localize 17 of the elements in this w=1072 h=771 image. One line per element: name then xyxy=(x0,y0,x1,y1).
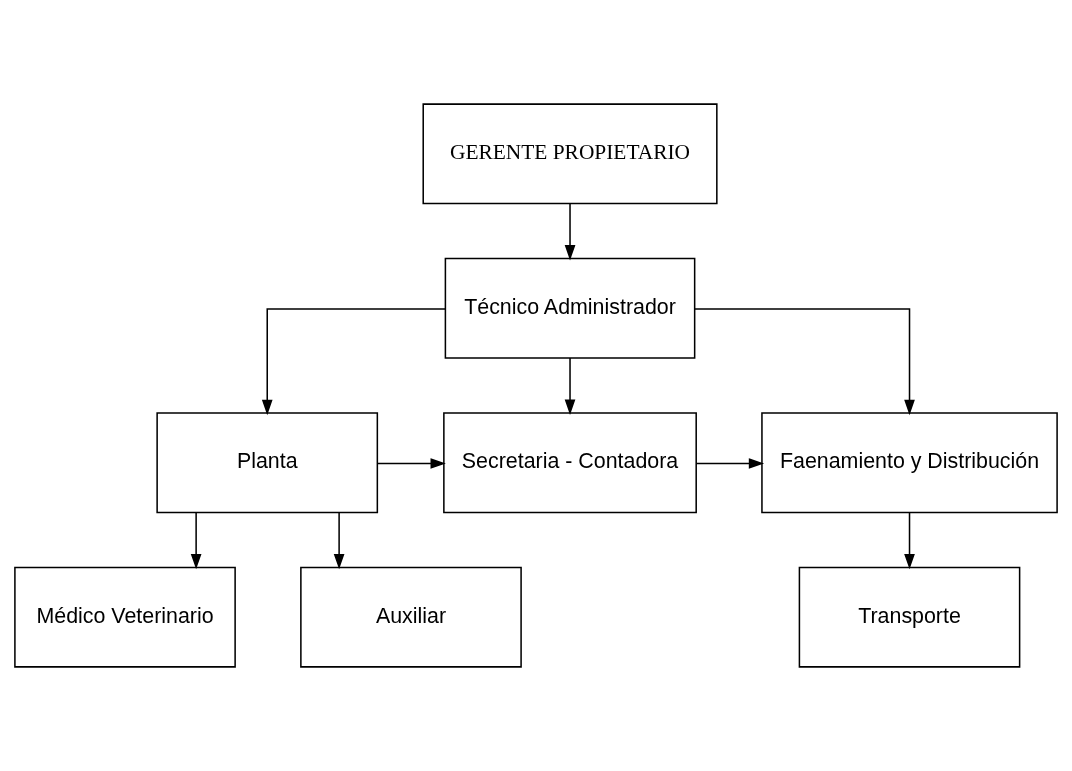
node-box: Planta xyxy=(156,412,379,514)
node-box: Secretaria - Contadora xyxy=(443,412,697,514)
arrow xyxy=(904,511,915,570)
arrow xyxy=(190,511,202,570)
arrow xyxy=(694,308,915,416)
node-box: Médico Veterinario xyxy=(14,566,236,668)
arrow xyxy=(333,511,345,570)
node-box: Técnico Administrador xyxy=(444,257,696,359)
node-box: Faenamiento y Distribución xyxy=(761,412,1058,514)
arrow xyxy=(695,458,765,469)
arrow xyxy=(261,308,446,416)
node-box: Auxiliar xyxy=(300,566,522,668)
node-box: GERENTE PROPIETARIO xyxy=(422,103,718,205)
arrow xyxy=(564,202,576,261)
node-box: Transporte xyxy=(798,566,1021,668)
arrow xyxy=(564,357,576,415)
arrow xyxy=(376,458,446,469)
